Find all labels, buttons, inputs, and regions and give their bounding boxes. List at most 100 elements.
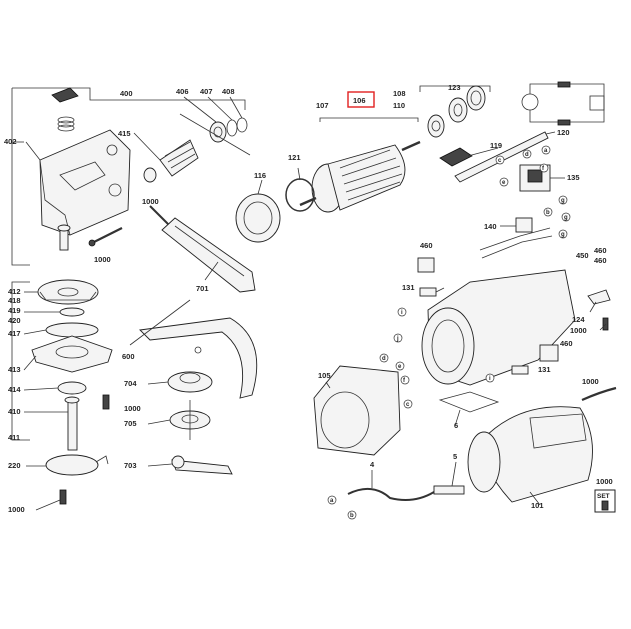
label-408: 408 (222, 87, 235, 96)
washer-part (59, 307, 85, 317)
label-412: 412 (8, 287, 21, 296)
label-220: 220 (8, 461, 21, 470)
label-110: 110 (393, 101, 405, 110)
gear-wheel-part (37, 279, 99, 305)
label-704: 704 (124, 379, 137, 388)
svg-text:a: a (544, 148, 548, 154)
label-417: 417 (8, 329, 21, 338)
marker-g-3: g (558, 229, 568, 239)
marker-j: j (393, 333, 403, 343)
marker-a-1: a (541, 145, 551, 155)
label-460-a: 460 (420, 241, 433, 250)
part-labels: 400 402 406 407 408 415 1000 116 1000 70… (4, 83, 613, 514)
label-120: 120 (557, 128, 570, 137)
guard-bracket-part (45, 454, 109, 476)
label-1000-g: 1000 (596, 477, 613, 486)
label-124: 124 (572, 315, 585, 324)
marker-e-1: e (499, 177, 509, 187)
svg-text:f: f (403, 378, 406, 384)
screw-part-3 (102, 394, 110, 410)
svg-text:b: b (546, 210, 550, 216)
svg-text:b: b (350, 513, 354, 519)
label-135: 135 (567, 173, 580, 182)
spindle-lock-cap-part (51, 87, 79, 103)
screw-set-icon (594, 489, 616, 513)
marker-c-1: c (495, 155, 505, 165)
label-418: 418 (8, 296, 21, 305)
leader-lines (23, 96, 607, 511)
label-116: 116 (254, 171, 266, 180)
label-107: 107 (316, 101, 329, 110)
marker-d-2: d (379, 353, 389, 363)
field-stator-part (313, 365, 401, 456)
label-420: 420 (8, 316, 21, 325)
insulation-sheet-part (438, 391, 500, 413)
marker-g-2: g (561, 212, 571, 222)
bearing-sleeve-part (466, 85, 486, 111)
side-handle-part (149, 205, 256, 293)
screw-part-2 (59, 489, 67, 505)
label-1000-e: 1000 (570, 326, 587, 335)
bracket-400 (11, 87, 246, 266)
bearing-flange-part (31, 335, 113, 373)
svg-text:i: i (401, 310, 403, 316)
label-1000-c: 1000 (8, 505, 25, 514)
cable-sleeve-part (347, 485, 465, 501)
rear-housing-part (467, 406, 593, 503)
oring-part (45, 322, 99, 338)
label-410: 410 (8, 407, 21, 416)
connector-markers: a b c d e f g g g d e f c i i j a b (327, 145, 571, 520)
svg-text:g: g (561, 232, 565, 238)
svg-text:d: d (525, 152, 529, 158)
label-460-d: 460 (560, 339, 573, 348)
marker-f-1: f (539, 163, 549, 173)
label-406: 406 (176, 87, 189, 96)
svg-text:e: e (398, 364, 402, 370)
pin-part (57, 224, 71, 251)
label-123: 123 (448, 83, 461, 92)
clamp-ring-part (235, 193, 281, 243)
label-600: 600 (122, 352, 135, 361)
circlip-part (226, 117, 248, 137)
svg-text:a: a (330, 498, 334, 504)
label-131-b: 131 (538, 365, 551, 374)
svg-text:e: e (502, 180, 506, 186)
svg-text:d: d (382, 356, 386, 362)
label-121: 121 (288, 153, 301, 162)
label-106: 106 (353, 96, 366, 105)
svg-text:g: g (564, 215, 568, 221)
spring-part (57, 116, 75, 132)
bearing-part-2 (57, 381, 87, 395)
highlight-box (347, 91, 375, 108)
label-450: 450 (576, 251, 589, 260)
label-101: 101 (531, 501, 544, 510)
svg-text:j: j (396, 336, 399, 342)
label-414: 414 (8, 385, 21, 394)
baffle-ring-part (285, 178, 315, 212)
label-140: 140 (484, 222, 497, 231)
label-1000-b: 1000 (94, 255, 111, 264)
label-1000-f: 1000 (582, 377, 599, 386)
svg-text:i: i (489, 376, 491, 382)
marker-b-1: b (543, 207, 553, 217)
marker-e-2: e (395, 361, 405, 371)
label-400: 400 (120, 89, 133, 98)
bearing-part (209, 121, 227, 143)
marker-i-1: i (397, 307, 407, 317)
armature-part (299, 140, 421, 213)
spindle-part (64, 396, 80, 451)
label-460-c: 460 (594, 256, 607, 265)
label-703: 703 (124, 461, 137, 470)
label-108: 108 (393, 89, 406, 98)
label-407: 407 (200, 87, 213, 96)
bearing-part-3 (427, 114, 445, 138)
label-1000-d: 1000 (124, 404, 141, 413)
marker-f-2: f (400, 375, 410, 385)
marker-i-2: i (485, 373, 495, 383)
label-413: 413 (8, 365, 21, 374)
marker-d-1: d (522, 149, 532, 159)
svg-text:f: f (542, 166, 545, 172)
gear-housing-part (39, 129, 131, 236)
